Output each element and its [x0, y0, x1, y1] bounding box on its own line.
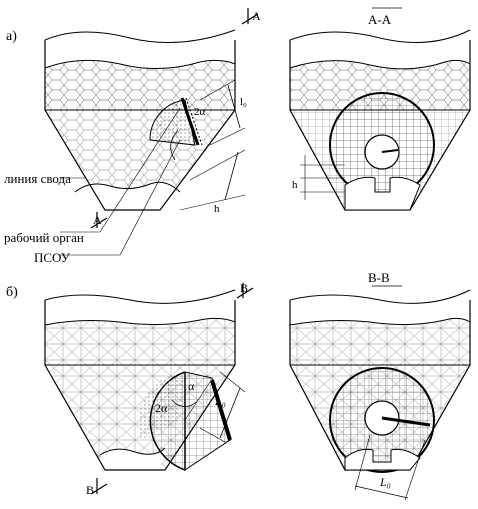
panel-a: [44, 8, 259, 256]
angle-a-label: 2α: [194, 106, 206, 118]
section-bb-title: В-В: [368, 270, 390, 285]
part-b-label: б): [6, 285, 18, 300]
alpha-b-label: α: [188, 379, 195, 393]
working-body-label: рабочий орган: [4, 230, 84, 245]
l0-a-label: l₀: [240, 96, 247, 108]
part-a-label: а): [6, 29, 17, 44]
section-aa-title: А-А: [368, 12, 392, 27]
l0-b-right-label: L₀: [379, 475, 391, 489]
psou-label: ПСОУ: [34, 250, 71, 265]
arrow-a-bottom-label: А: [93, 213, 102, 227]
arch-line-label: линия свода: [4, 171, 71, 186]
section-bb: [289, 285, 471, 501]
angle-b-label: 2α: [155, 401, 168, 415]
panel-b: [44, 283, 254, 495]
arrow-a-top-label: А: [252, 9, 261, 23]
h-a-left-label: h: [214, 203, 220, 215]
section-aa: [289, 7, 471, 211]
l0-b-left-label: L₀: [214, 394, 226, 408]
arrow-b-bottom-label: В: [86, 483, 94, 497]
h-a-right-label: h: [292, 179, 298, 191]
arrow-b-top-label: В: [240, 281, 248, 295]
